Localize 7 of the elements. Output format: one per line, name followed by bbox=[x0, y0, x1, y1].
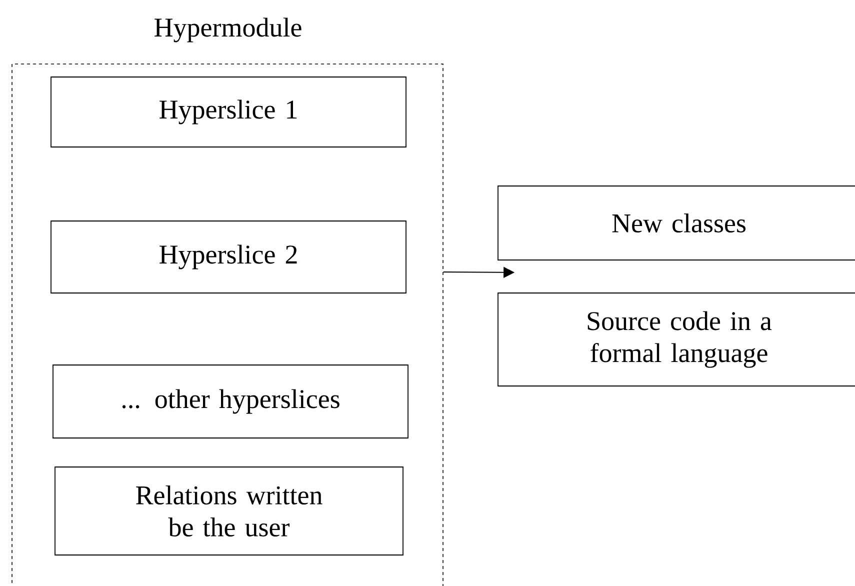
process-box: Source code in a formal language bbox=[498, 292, 855, 386]
process-box: Hyperslice 1 bbox=[50, 76, 406, 148]
group-heading: Hypermodule bbox=[154, 18, 302, 42]
process-box: Relations written be the user bbox=[54, 466, 404, 556]
process-box: ... other hyperslices bbox=[52, 364, 408, 438]
process-box: New classes bbox=[498, 186, 855, 260]
process-box: Hyperslice 2 bbox=[50, 220, 406, 294]
